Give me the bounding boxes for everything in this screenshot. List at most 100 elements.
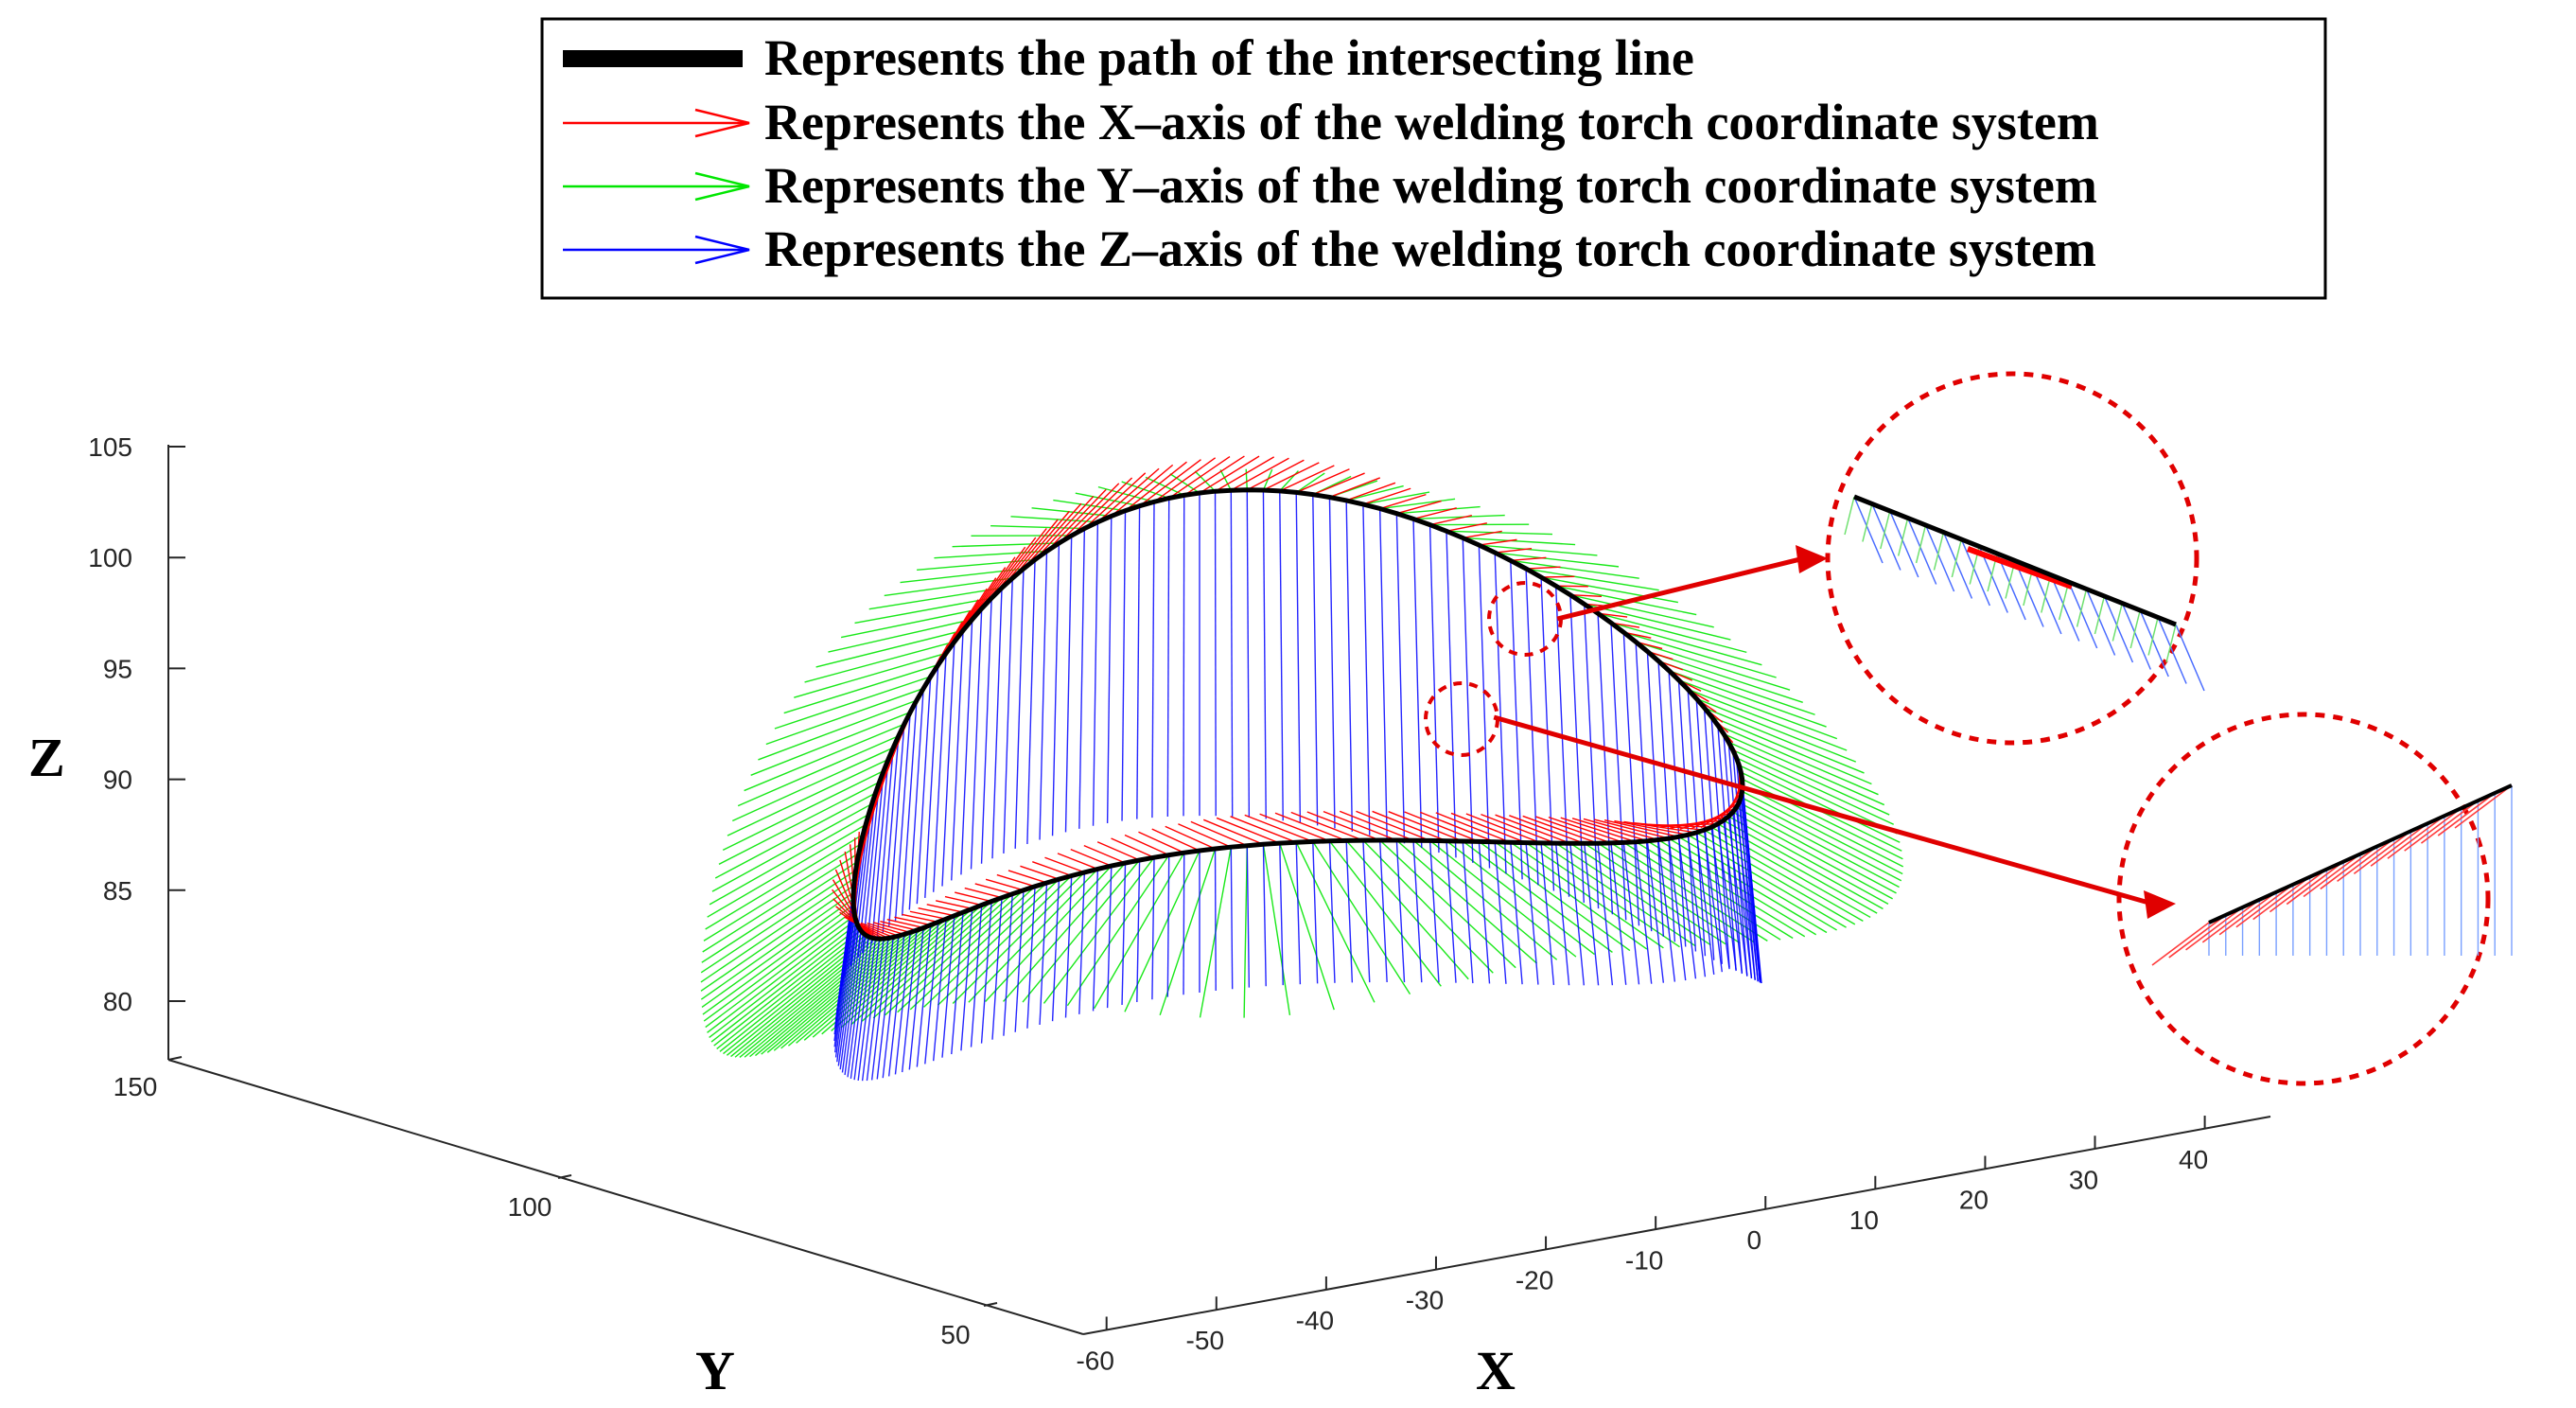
z-arrow <box>1622 632 1640 926</box>
zoom-y-arrow <box>1933 532 1945 571</box>
x-arrow <box>1709 796 1742 825</box>
zoom-y-arrow <box>2058 581 2070 621</box>
x-arrow <box>1263 462 1320 491</box>
y-arrow <box>1710 715 1872 785</box>
x-arrow <box>985 878 1025 891</box>
z-arrow <box>1214 849 1217 992</box>
y-arrow <box>1295 841 1376 1003</box>
x-arrow <box>1139 459 1201 507</box>
y-arrow <box>701 861 858 963</box>
z-arrow <box>1395 839 1406 983</box>
zoom-x-arrow <box>2387 815 2445 859</box>
x-arrow <box>1420 811 1496 843</box>
zoom-x-arrow <box>2353 830 2411 874</box>
z-arrow <box>1446 531 1457 858</box>
y-arrow <box>1540 576 1679 604</box>
zoom-y-arrow <box>2129 609 2141 649</box>
z-arrow <box>1687 835 1707 977</box>
y-arrow <box>1657 660 1815 715</box>
x-arrow <box>1259 813 1330 842</box>
z-arrow <box>1510 560 1523 880</box>
y-arrow <box>1635 641 1791 691</box>
x-tick-label: 0 <box>1746 1225 1761 1255</box>
z-arrow <box>1646 651 1665 937</box>
x-tick-label: 40 <box>2179 1145 2208 1174</box>
zoom-x-arrow <box>2201 899 2260 943</box>
zoom-z-arrow <box>2014 560 2044 627</box>
x-arrow <box>1603 819 1679 838</box>
y-tick <box>557 1174 572 1179</box>
x-arrow <box>1404 811 1480 843</box>
y-arrow <box>1159 848 1217 1016</box>
y-arrow <box>1462 840 1613 953</box>
z-arrow <box>1183 853 1185 995</box>
z-arrow <box>857 938 877 1081</box>
y-arrow <box>700 891 854 1000</box>
x-tick-label: -40 <box>1296 1306 1334 1335</box>
z-arrow <box>901 700 918 916</box>
y-arrow <box>1704 707 1865 774</box>
x-arrow <box>1388 811 1463 842</box>
z-arrow <box>970 608 983 870</box>
y-arrow <box>1727 816 1889 905</box>
x-arrow <box>1356 810 1430 842</box>
y-arrow <box>705 914 855 1029</box>
y-arrow <box>1569 594 1714 628</box>
y-arrow <box>1584 603 1731 641</box>
y-arrow <box>850 901 992 1026</box>
zoom-z-arrow <box>2067 581 2098 649</box>
x-arrow <box>1165 825 1216 850</box>
x-arrow <box>1153 457 1217 502</box>
z-arrow <box>1478 841 1491 984</box>
zoom-z-arrow <box>1924 524 1955 592</box>
z-arrow <box>1166 498 1170 818</box>
y-arrow <box>831 907 973 1031</box>
y-arrow <box>923 878 1060 1008</box>
callout-small-circle <box>1424 681 1499 757</box>
y-arrow <box>1510 559 1639 579</box>
x-arrow <box>1124 834 1170 856</box>
y-arrow <box>758 699 918 761</box>
x-arrow <box>880 920 918 931</box>
z-arrow <box>1121 862 1127 1005</box>
intersecting-line <box>850 487 1745 942</box>
y-arrow <box>868 587 1003 610</box>
z-tick-label: 90 <box>103 766 132 795</box>
x-arrow <box>1329 477 1381 499</box>
x-arrow <box>909 910 947 920</box>
z-arrow <box>1378 508 1388 839</box>
z-arrow <box>941 642 955 887</box>
zoom-x-arrow <box>1966 546 2074 590</box>
y-arrow <box>1169 473 1200 494</box>
z-axis-label: Z <box>28 727 65 788</box>
z-arrow <box>1064 535 1073 833</box>
z-arrow <box>833 898 854 1042</box>
legend: Represents the path of the intersecting … <box>540 17 2327 300</box>
z-arrow <box>1412 840 1423 983</box>
zoom-x-arrow <box>2303 853 2361 898</box>
z-arrow <box>1610 842 1627 985</box>
y-arrow <box>1362 491 1430 505</box>
z-arrow <box>1345 500 1354 832</box>
y-arrow <box>937 874 1073 1006</box>
z-arrow <box>1584 843 1600 986</box>
z-arrow <box>861 939 881 1082</box>
y-arrow <box>828 618 973 653</box>
z-arrow <box>841 930 862 1073</box>
y-arrow <box>783 663 938 714</box>
x-arrow <box>1571 818 1648 842</box>
y-arrow <box>1695 832 1856 925</box>
y-arrow <box>710 926 860 1043</box>
x-arrow <box>1178 823 1232 848</box>
zoom-x-arrow <box>2454 784 2513 829</box>
x-arrow <box>1138 831 1185 854</box>
zoom-x-arrow <box>2269 868 2327 913</box>
zoom-z-arrow <box>1871 503 1901 571</box>
y-arrow <box>700 870 856 974</box>
zoom-z-arrow <box>2085 589 2116 656</box>
y-arrow <box>1479 544 1598 556</box>
y-arrow <box>1463 537 1576 546</box>
x-arrow <box>1246 459 1305 491</box>
x-arrow <box>1614 819 1689 836</box>
